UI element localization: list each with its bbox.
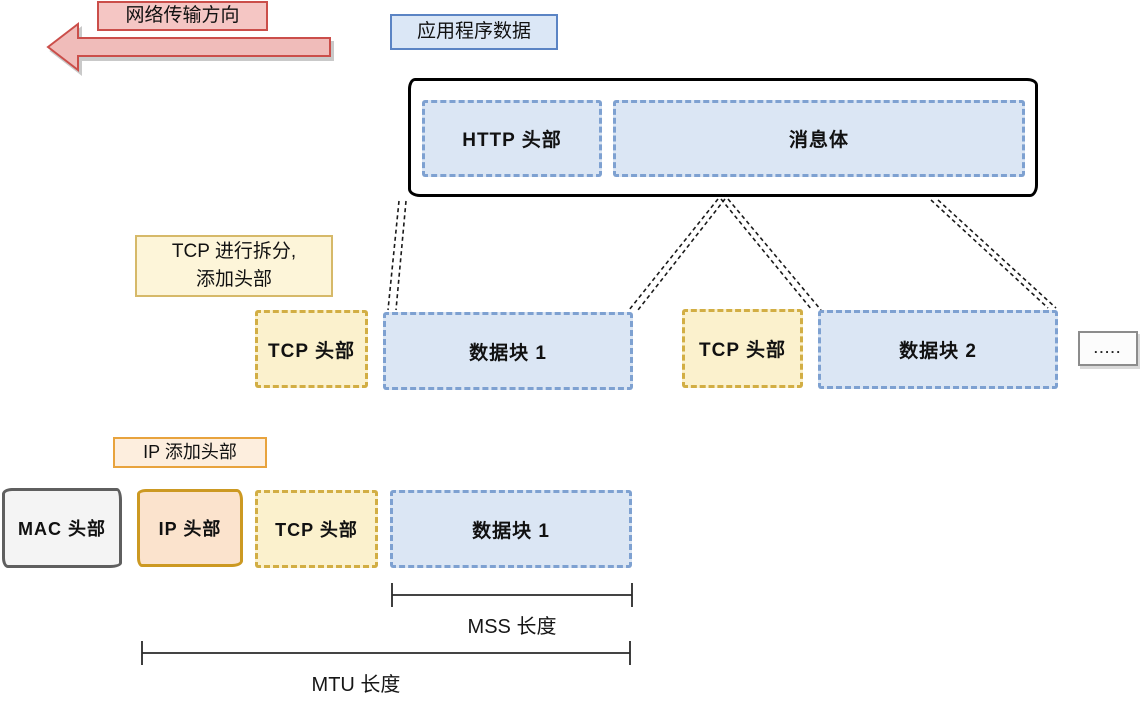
app-data-label-text: 应用程序数据	[416, 21, 531, 43]
ip-add-label-text: IP 添加头部	[143, 442, 237, 463]
ip-add-label: IP 添加头部	[113, 437, 267, 468]
app-data-label: 应用程序数据	[390, 14, 558, 50]
message-body-text: 消息体	[788, 130, 849, 151]
http-header-box: HTTP 头部	[422, 100, 602, 177]
tcp-split-line1: TCP 进行拆分,	[171, 241, 297, 263]
data-block1-text: 数据块 1	[469, 342, 547, 364]
tcp-split-label: TCP 进行拆分, 添加头部	[135, 235, 333, 297]
data-block2-box: 数据块 2	[818, 310, 1058, 389]
tcp-header3-box: TCP 头部	[255, 490, 378, 568]
http-header-text: HTTP 头部	[462, 130, 562, 151]
connector-body-to-block2-right	[930, 199, 1057, 309]
tcp-header1-box: TCP 头部	[255, 310, 368, 388]
data-block1-bottom-box: 数据块 1	[390, 490, 632, 568]
direction-label-text: 网络传输方向	[125, 5, 240, 27]
data-block1-box: 数据块 1	[383, 312, 633, 390]
data-block1-bottom-text: 数据块 1	[472, 520, 550, 542]
connector-left-edge	[387, 200, 407, 311]
mtu-bracket	[141, 641, 631, 665]
mss-bracket	[391, 583, 633, 607]
direction-label: 网络传输方向	[97, 1, 268, 31]
tcp-split-line2: 添加头部	[195, 269, 272, 290]
mss-length-text: MSS 长度	[467, 616, 557, 638]
tcp-header2-box: TCP 头部	[682, 309, 803, 388]
ip-header-text: IP 头部	[158, 519, 222, 539]
mtu-length-text: MTU 长度	[311, 674, 401, 696]
tcp-header3-text: TCP 头部	[275, 520, 358, 540]
connector-split-to-block2	[720, 198, 822, 311]
connector-split-to-block1	[628, 198, 726, 311]
tcp-split-label-text: TCP 进行拆分, 添加头部	[172, 238, 296, 293]
message-body-box: 消息体	[613, 100, 1025, 177]
mtu-length-label: MTU 长度	[256, 668, 456, 697]
tcp-header2-text: TCP 头部	[699, 340, 786, 361]
data-block2-text: 数据块 2	[899, 341, 977, 362]
more-segments-box: .....	[1078, 331, 1138, 366]
ip-header-box: IP 头部	[137, 489, 243, 567]
more-segments-text: .....	[1093, 341, 1123, 356]
mss-length-label: MSS 长度	[412, 610, 612, 639]
tcp-header1-text: TCP 头部	[268, 340, 355, 362]
mac-header-text: MAC 头部	[18, 519, 106, 539]
mac-header-box: MAC 头部	[2, 488, 122, 568]
